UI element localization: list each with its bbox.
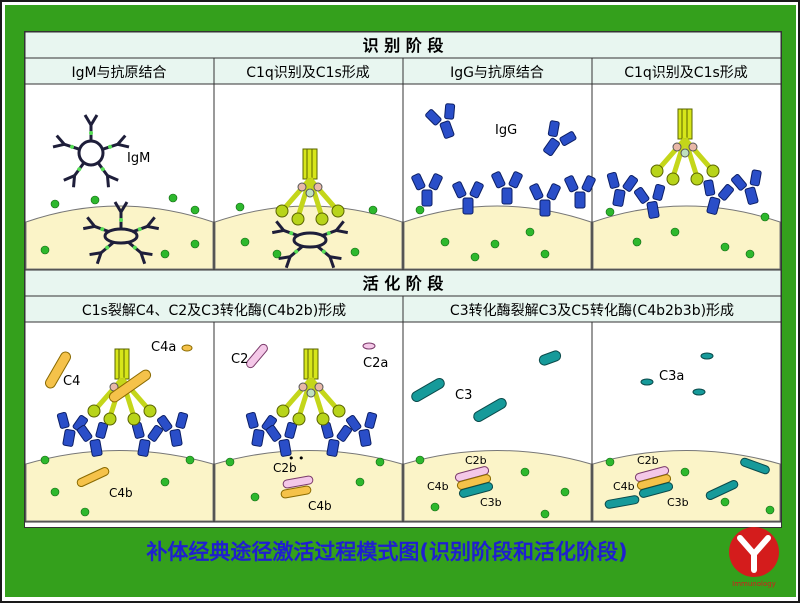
- c4b-label: C4b: [109, 486, 133, 500]
- membrane: [403, 205, 592, 270]
- stage2-title: 活 化 阶 段: [363, 274, 445, 293]
- c2a-label: C2a: [363, 356, 388, 371]
- igm-label: IgM: [127, 151, 150, 166]
- c3-label: C3: [455, 388, 472, 403]
- dots-label: • •: [288, 452, 304, 465]
- igm-bound-2: [270, 219, 350, 270]
- c4b-molecule: [76, 467, 110, 487]
- top-headers: IgM与抗原结合 C1q识别及C1s形成 IgG与抗原结合 C1q识别及C1s形…: [25, 57, 781, 85]
- c3a-fragments: [640, 352, 714, 396]
- c3b-label-2: C3b: [667, 496, 689, 509]
- c2-molecule: [246, 343, 268, 369]
- diagram-panel: 识 别 阶 段 IgM与抗原结合 C1q识别及C1s形成 IgG与抗原结合 C1…: [24, 31, 782, 528]
- c4-molecule: [45, 351, 71, 389]
- c4a-label: C4a: [151, 340, 176, 355]
- igg-label: IgG: [495, 123, 517, 138]
- igm-bound: [81, 200, 161, 266]
- bottom-headers: C1s裂解C4、C2及C3转化酶(C4b2b)形成 C3转化酶裂解C3及C5转化…: [25, 295, 781, 323]
- panel6-header: C3转化酶裂解C3及C5转化酶(C4b2b3b)形成: [450, 303, 734, 319]
- panel2-header: C1q识别及C1s形成: [246, 65, 370, 81]
- immunology-logo: Immunology: [729, 527, 779, 588]
- logo-text: Immunology: [732, 580, 776, 588]
- c3-convertase: [454, 466, 494, 498]
- c2-label: C2: [231, 352, 248, 367]
- c4a-fragment: [181, 344, 193, 352]
- membrane: [214, 205, 403, 270]
- stage1-title: 识 别 阶 段: [363, 36, 445, 55]
- panel3-header: IgG与抗原结合: [450, 65, 544, 81]
- igm-free: [51, 113, 131, 189]
- c2b-label-4: C2b: [637, 454, 659, 467]
- caption: 补体经典途径激活过程模式图(识别阶段和活化阶段): [146, 540, 628, 564]
- c4-molecule-2: [108, 369, 152, 403]
- panel5-header: C1s裂解C4、C2及C3转化酶(C4b2b)形成: [82, 303, 346, 319]
- c3b-label: C3b: [480, 496, 502, 509]
- c2b-label-3: C2b: [465, 454, 487, 467]
- panel1-header: IgM与抗原结合: [71, 65, 166, 81]
- c2b-label: C2b: [273, 461, 297, 475]
- c4b-label-2: C4b: [308, 499, 332, 513]
- diagram-canvas: 识 别 阶 段 IgM与抗原结合 C1q识别及C1s形成 IgG与抗原结合 C1…: [25, 32, 781, 523]
- c2a-fragment: [362, 342, 376, 350]
- c3a-label: C3a: [659, 369, 684, 384]
- c4b-label-3: C4b: [427, 480, 449, 493]
- small-dots: [40, 193, 775, 519]
- c2b-molecule: [282, 475, 314, 489]
- c3-molecules: [411, 350, 562, 422]
- c4b-molecule: [280, 485, 312, 499]
- c5-convertase: [604, 457, 770, 509]
- panel4-header: C1q识别及C1s形成: [624, 65, 748, 81]
- c4-label: C4: [63, 374, 80, 389]
- c4b-label-4: C4b: [613, 480, 635, 493]
- stage2-header: [25, 269, 781, 297]
- membrane: [592, 205, 781, 270]
- top-panels: [25, 83, 781, 271]
